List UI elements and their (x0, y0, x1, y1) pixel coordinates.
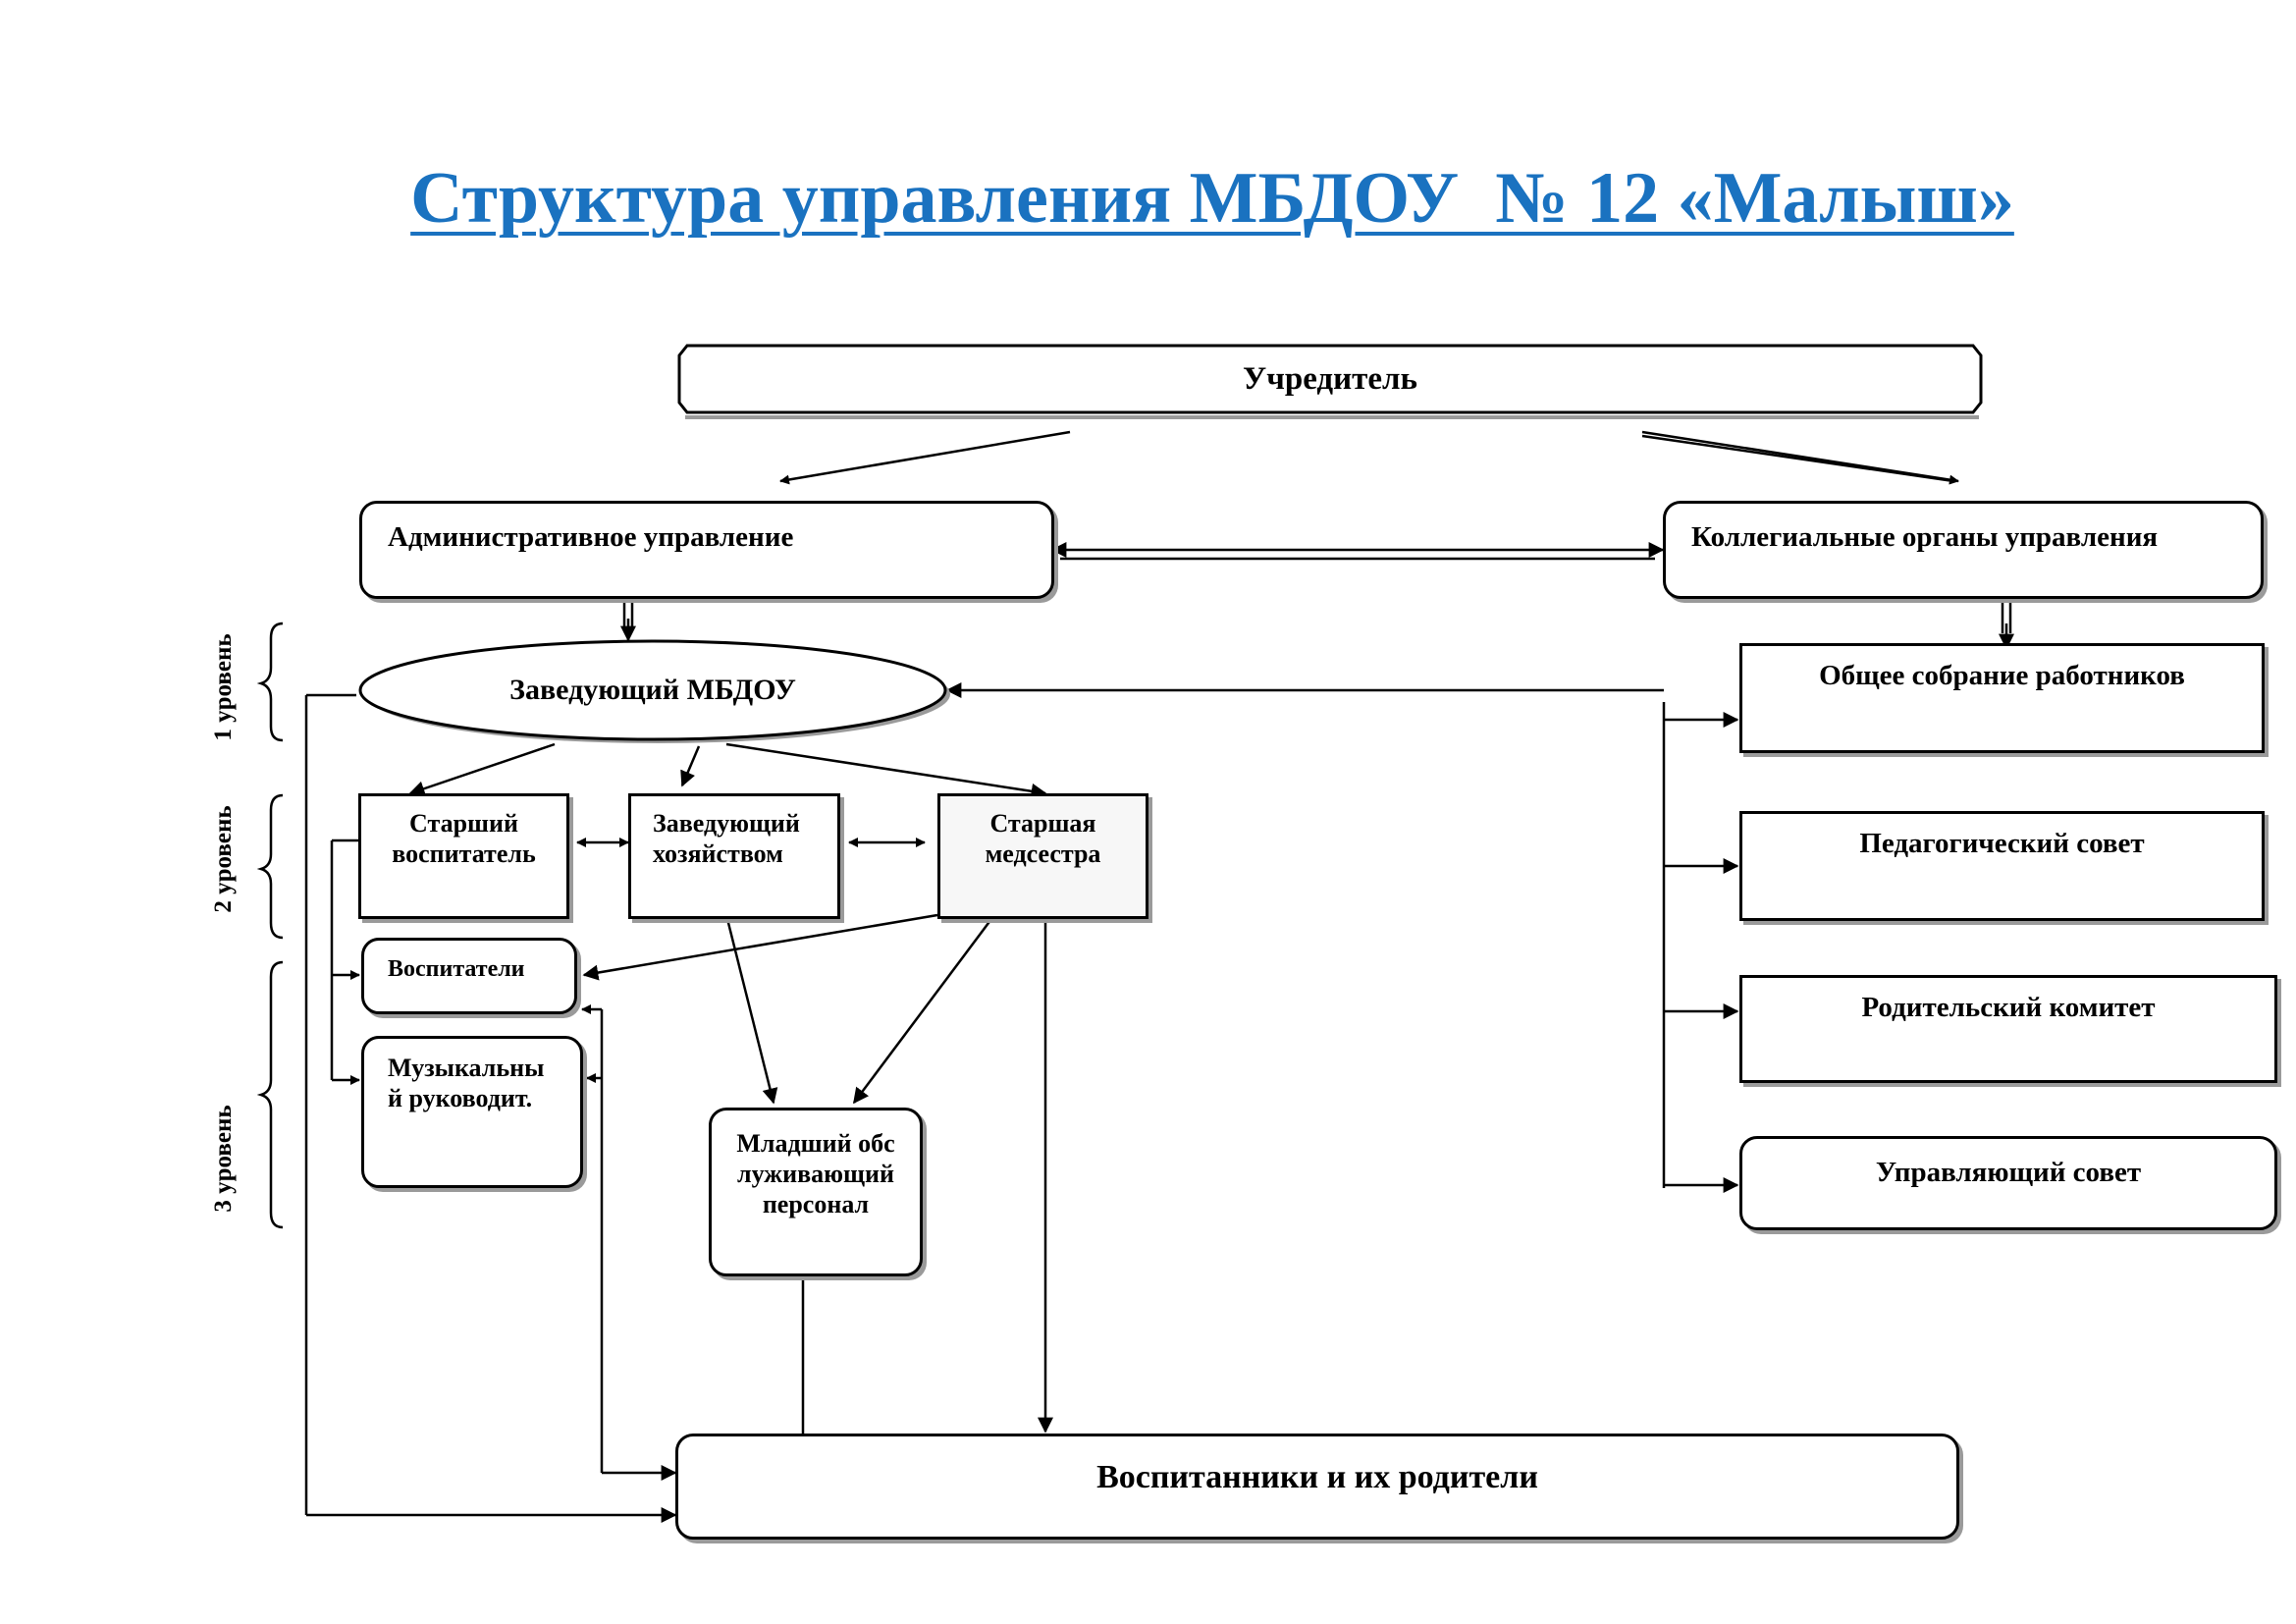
level-3-label: 3 уровень (210, 1105, 237, 1213)
arrow-head-seniorteacher (408, 742, 556, 796)
brace-level3 (256, 960, 284, 1229)
level-2-label: 2 уровень (210, 805, 237, 913)
brace-level2 (256, 793, 284, 940)
arrow-nurse-teachers (582, 913, 938, 981)
founder-box-outline (677, 344, 1983, 414)
arrow-head-nurse (725, 742, 1047, 799)
teachers-node: Воспитатели (361, 938, 577, 1014)
arrow-founder-admin (779, 430, 1071, 485)
head-ellipse (358, 639, 947, 741)
music-director-node: Музыкальный руководит. (361, 1036, 583, 1188)
arrow-founder-collegial (1641, 430, 1959, 485)
founder-node: Учредитель (1243, 360, 1417, 397)
admin-node: Административное управление (359, 501, 1054, 599)
arrow-nurse-junior (852, 914, 996, 1105)
head-node: Заведующий МБДОУ (509, 674, 796, 706)
collegial-node: Коллегиальные органы управления (1663, 501, 2264, 599)
pedagogical-council-node: Педагогический совет (1739, 811, 2265, 921)
senior-nurse-node: Старшая медсестра (937, 793, 1148, 919)
general-meeting-node: Общее собрание работников (1739, 643, 2265, 753)
parent-committee-node: Родительский комитет (1739, 975, 2277, 1083)
pupils-parents-node: Воспитанники и их родители (675, 1434, 1959, 1540)
arrow-supply-junior (724, 914, 778, 1105)
diagram-title: Структура управления МБДОУ № 12 «Малыш» (410, 158, 2014, 239)
junior-staff-node: Младший обслуживающий персонал (709, 1108, 923, 1276)
senior-teacher-node: Старший воспитатель (358, 793, 569, 919)
arrow-head-supply (680, 745, 701, 787)
managing-council-node: Управляющий совет (1739, 1136, 2277, 1230)
supply-manager-node: Заведующий хозяйством (628, 793, 840, 919)
brace-level1 (256, 622, 284, 742)
